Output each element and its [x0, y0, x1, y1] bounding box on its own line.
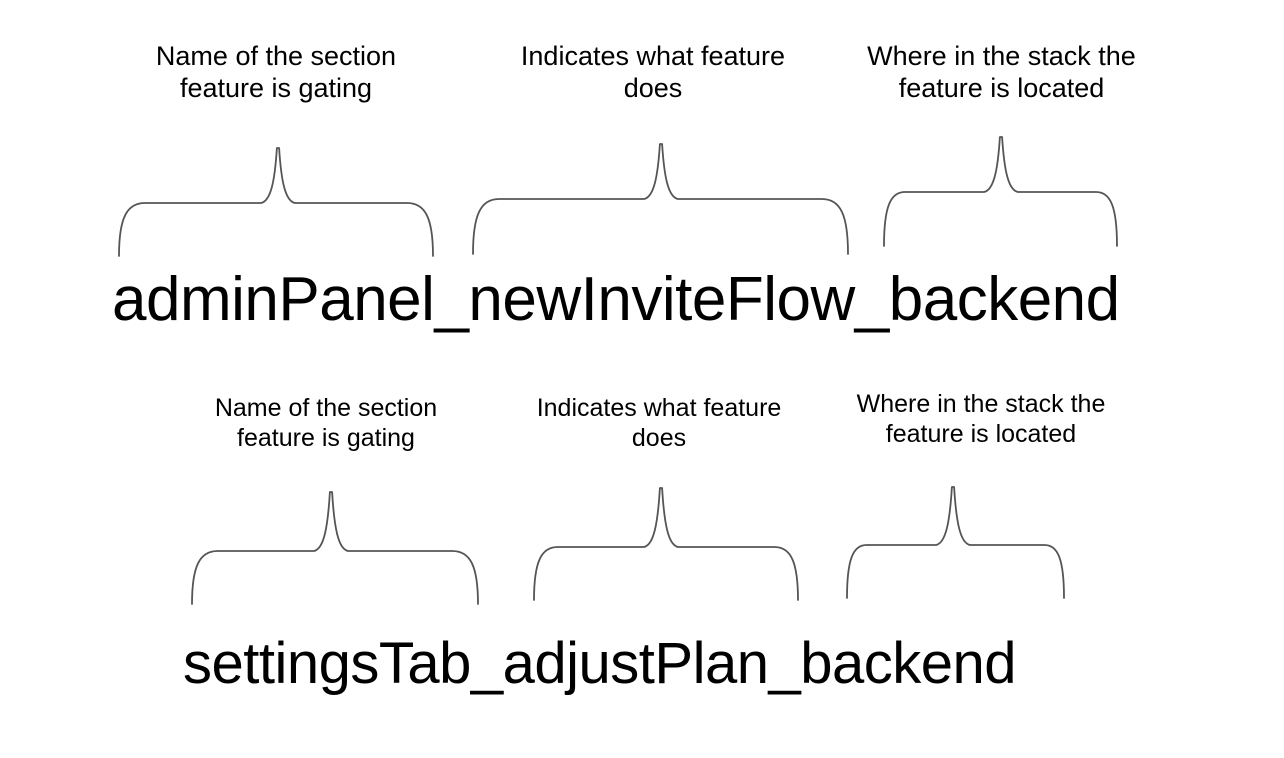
feature-flag-name-row2: settingsTab_adjustPlan_backend	[183, 631, 1017, 696]
curly-brace-row2-segment3	[846, 486, 1065, 599]
annotation-label-row1-segment3: Where in the stack the feature is locate…	[867, 41, 1136, 103]
feature-flag-name-row1: adminPanel_newInviteFlow_backend	[112, 265, 1120, 334]
annotation-label-row2-segment1: Name of the section feature is gating	[214, 394, 438, 452]
curly-brace-row1-segment3	[883, 136, 1118, 247]
curly-brace-row2-segment1	[191, 491, 479, 605]
curly-brace-row1-segment2	[472, 143, 849, 255]
curly-brace-row2-segment2	[533, 487, 799, 601]
annotation-label-row1-segment1: Name of the section feature is gating	[155, 41, 397, 103]
annotation-label-row1-segment2: Indicates what feature does	[520, 41, 786, 103]
annotation-label-row2-segment2: Indicates what feature does	[536, 394, 782, 452]
curly-brace-row1-segment1	[118, 147, 434, 257]
annotation-label-row2-segment3: Where in the stack the feature is locate…	[856, 390, 1106, 448]
